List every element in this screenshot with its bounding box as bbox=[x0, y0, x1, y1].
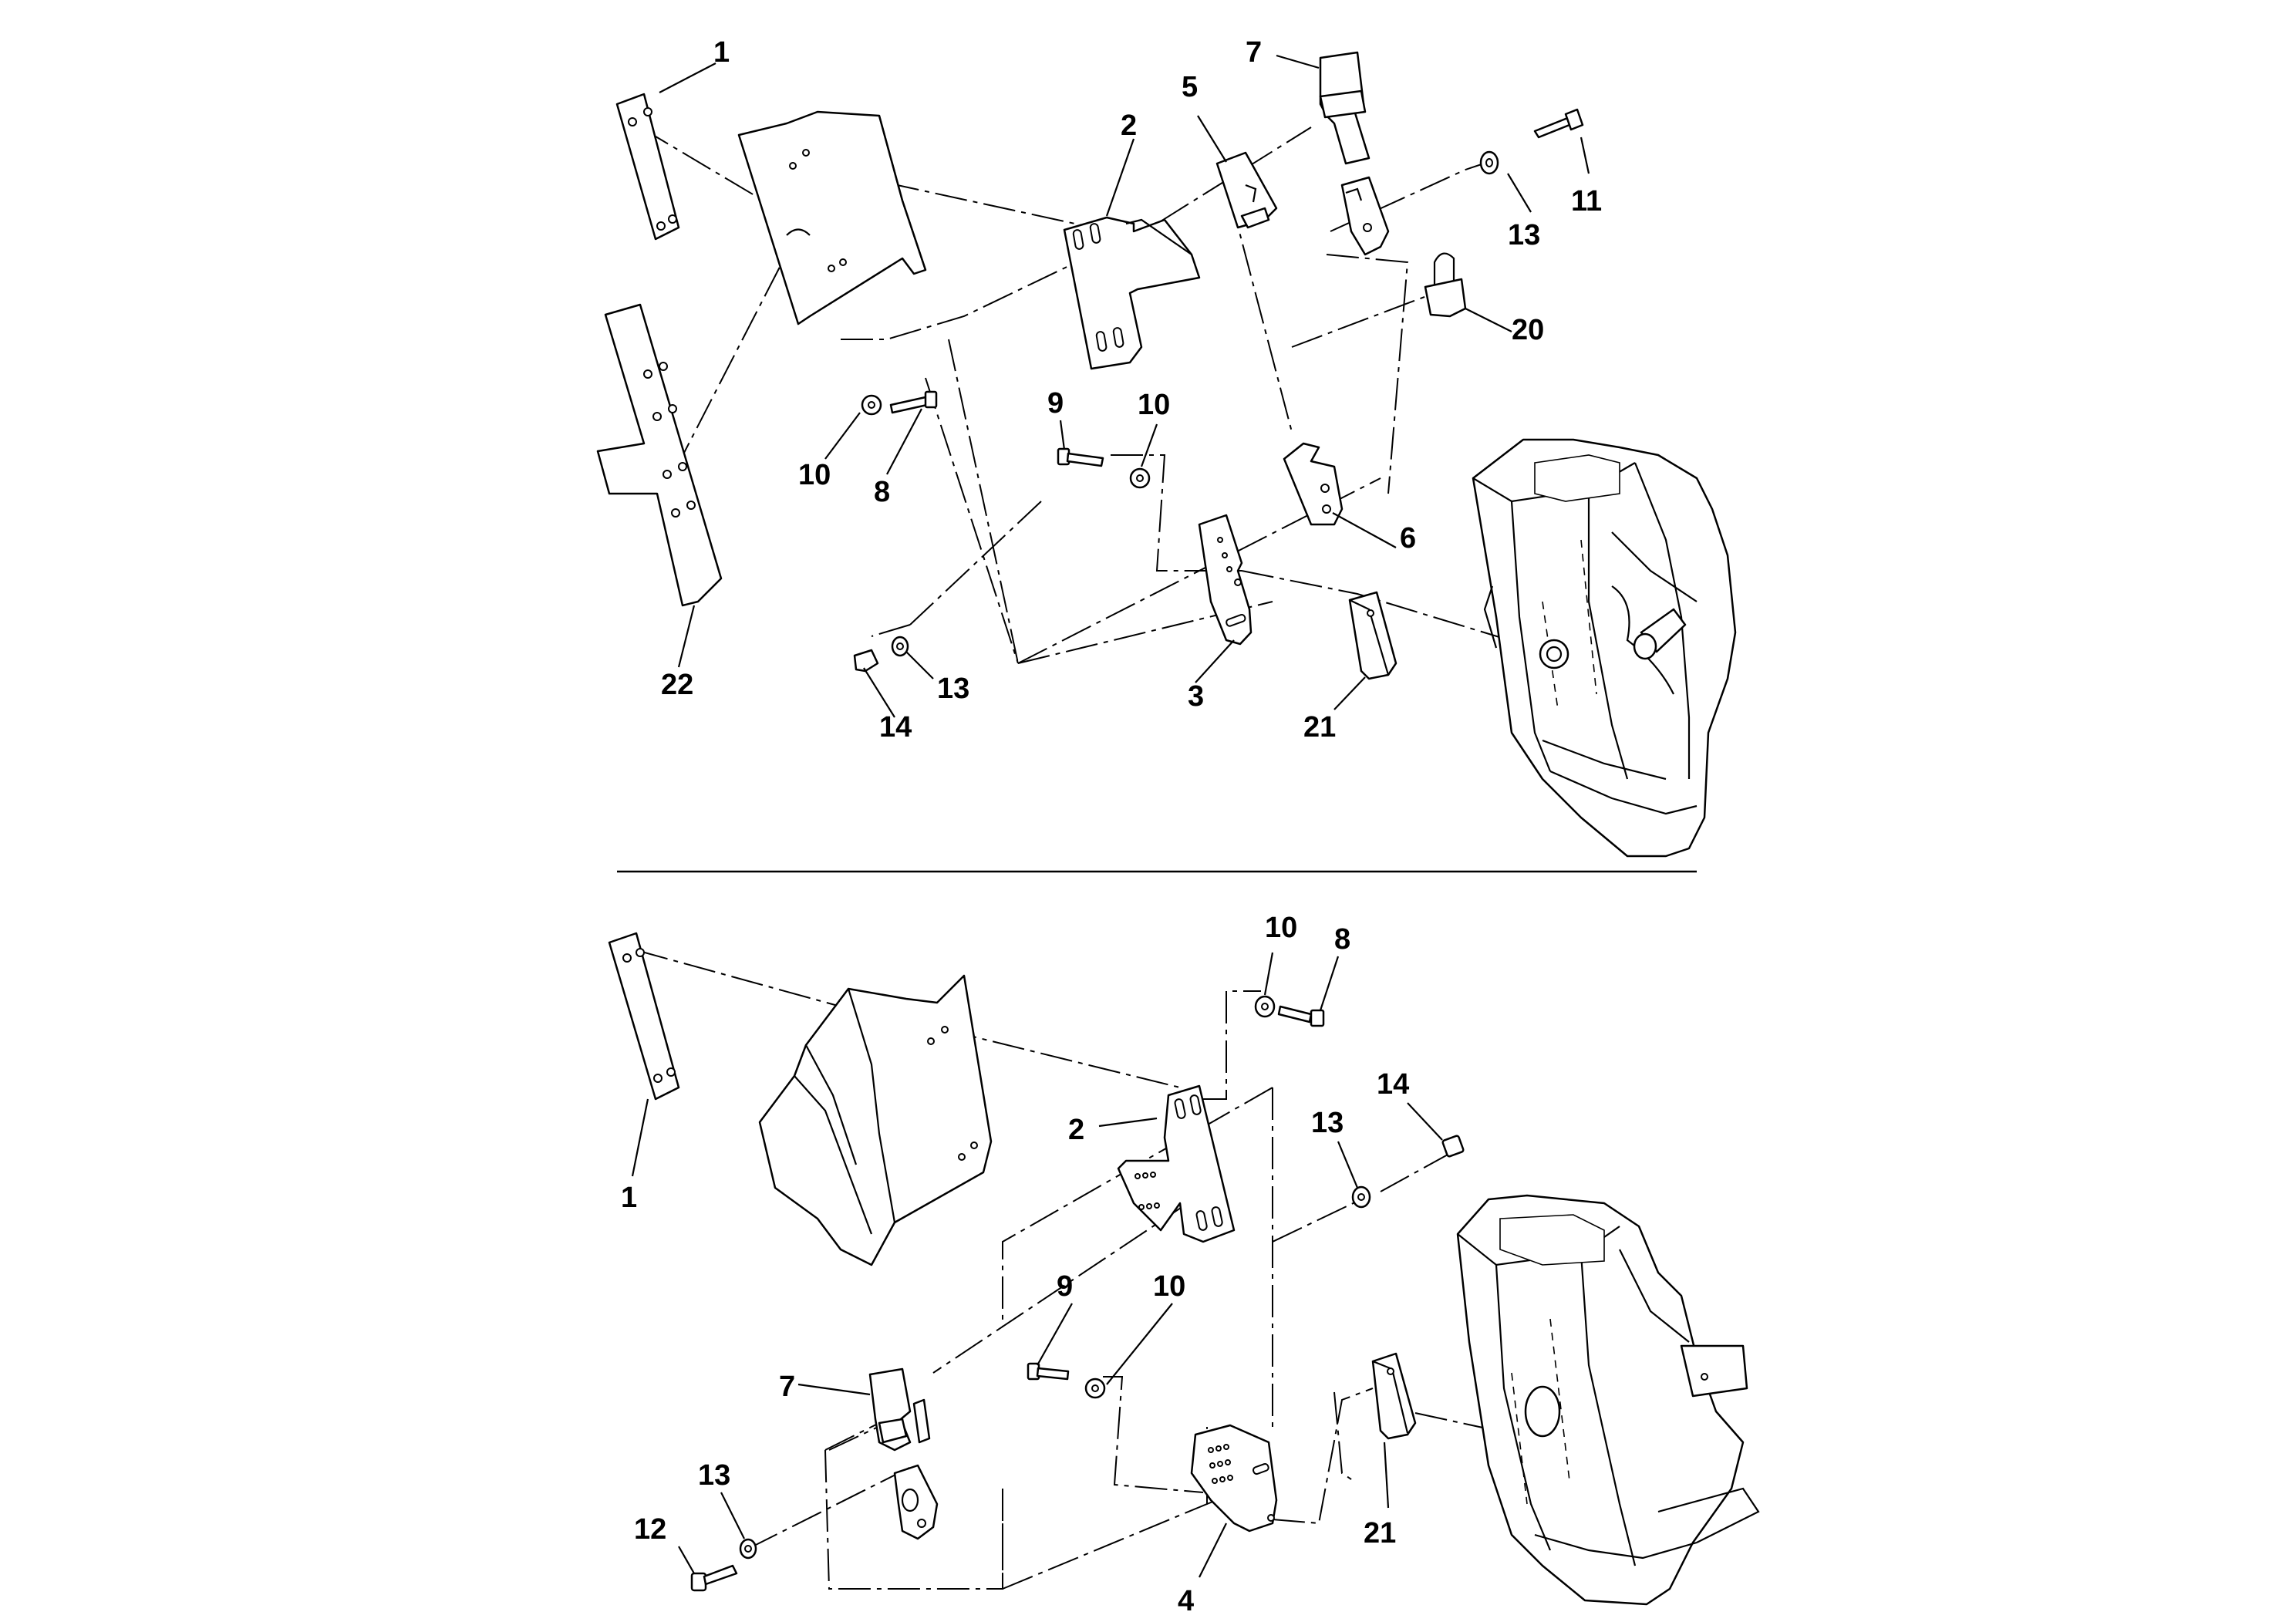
part-5-latch-keeper bbox=[1215, 151, 1278, 229]
callout-10-bottom-mid: 10 bbox=[1153, 1270, 1185, 1303]
part-1-strap-top bbox=[615, 93, 680, 241]
part-1-strap-bottom bbox=[608, 932, 680, 1101]
part-14-nut-top bbox=[853, 649, 879, 673]
callout-7-bottom: 7 bbox=[779, 1371, 795, 1403]
callout-14-top: 14 bbox=[879, 711, 912, 744]
bottom-hardware bbox=[690, 995, 1465, 1592]
callout-20-top: 20 bbox=[1512, 314, 1544, 346]
callout-9-top: 9 bbox=[1047, 387, 1064, 420]
part-14-nut-bottom bbox=[1441, 1135, 1465, 1158]
callout-10-top-mid: 10 bbox=[1138, 389, 1170, 421]
callout-6-top: 6 bbox=[1400, 522, 1416, 555]
part-12-bolt-bottom bbox=[690, 1564, 738, 1592]
callout-8-top: 8 bbox=[874, 476, 890, 508]
part-3-plate bbox=[1198, 514, 1253, 646]
housing-bottom bbox=[1456, 1194, 1760, 1606]
top-hardware bbox=[853, 390, 1151, 673]
part-10-washer-top-left bbox=[861, 394, 882, 416]
callout-21-bottom: 21 bbox=[1364, 1517, 1396, 1549]
part-7-latch-top bbox=[1319, 51, 1390, 256]
part-9-bolt-bottom bbox=[1027, 1362, 1070, 1381]
callout-4-bottom: 4 bbox=[1178, 1585, 1194, 1617]
part-10-washer-bottom-top bbox=[1254, 995, 1276, 1018]
part-11-bolt bbox=[1533, 108, 1584, 139]
housing-top bbox=[1472, 438, 1737, 858]
part-6-bracket bbox=[1283, 442, 1344, 526]
part-13-washer-top bbox=[1479, 150, 1499, 175]
part-13-washer-bottom-right bbox=[1351, 1185, 1371, 1209]
callout-8-bottom: 8 bbox=[1334, 923, 1350, 956]
part-8-bolt-bottom bbox=[1277, 1005, 1325, 1027]
part-13-washer-bottom-left bbox=[739, 1538, 757, 1560]
bottom-assembly-lines bbox=[636, 949, 1551, 1590]
callout-10-top-left: 10 bbox=[798, 459, 831, 491]
part-4-bracket bbox=[1190, 1424, 1278, 1533]
bottom-leaders bbox=[631, 952, 1443, 1578]
callout-10-bottom-top: 10 bbox=[1265, 912, 1297, 944]
part-9-bolt-top bbox=[1057, 447, 1104, 467]
callout-1-top: 1 bbox=[713, 36, 730, 69]
shield-panel-bottom bbox=[758, 974, 993, 1266]
bottom-callouts: 1 10 8 2 14 13 9 10 7 13 12 21 4 bbox=[621, 912, 1409, 1617]
callout-13-top-left: 13 bbox=[937, 673, 969, 705]
callout-7-top: 7 bbox=[1246, 36, 1262, 69]
part-21-block-bottom bbox=[1371, 1352, 1417, 1440]
callout-13-bottom-right: 13 bbox=[1311, 1107, 1344, 1139]
part-8-bolt-top bbox=[889, 390, 938, 414]
callout-22-top: 22 bbox=[661, 669, 693, 701]
callout-2-top: 2 bbox=[1121, 110, 1137, 142]
callout-13-top-right: 13 bbox=[1508, 219, 1540, 251]
callout-11-top: 11 bbox=[1571, 185, 1602, 218]
bottom-view: 1 10 8 2 14 13 9 10 7 13 12 21 4 bbox=[608, 912, 1760, 1617]
top-view: 1 2 5 7 11 13 20 9 10 10 8 6 22 13 14 3 … bbox=[596, 36, 1737, 858]
callout-1-bottom: 1 bbox=[621, 1182, 637, 1214]
part-10-washer-top-mid bbox=[1129, 467, 1151, 489]
callout-2-bottom: 2 bbox=[1068, 1114, 1084, 1146]
part-21-block-top bbox=[1348, 591, 1397, 680]
callout-3-top: 3 bbox=[1188, 680, 1204, 713]
part-10-washer-bottom-mid bbox=[1084, 1378, 1106, 1399]
shield-panel-top bbox=[737, 110, 927, 325]
callout-21-top: 21 bbox=[1303, 711, 1336, 744]
top-leaders bbox=[659, 54, 1590, 718]
part-2-bracket-top bbox=[1063, 216, 1201, 370]
part-2-bracket-bottom bbox=[1117, 1084, 1236, 1243]
callout-12-bottom: 12 bbox=[634, 1513, 666, 1546]
part-13-washer-top-left bbox=[891, 636, 909, 657]
callout-9-bottom: 9 bbox=[1057, 1270, 1073, 1303]
part-22-plate bbox=[596, 303, 723, 607]
part-20-padlock bbox=[1424, 252, 1467, 318]
callout-14-bottom: 14 bbox=[1377, 1068, 1409, 1101]
callout-5-top: 5 bbox=[1182, 71, 1198, 103]
part-7-latch-bottom bbox=[868, 1367, 939, 1540]
top-callouts: 1 2 5 7 11 13 20 9 10 10 8 6 22 13 14 3 … bbox=[661, 36, 1602, 744]
callout-13-bottom-left: 13 bbox=[698, 1459, 730, 1492]
